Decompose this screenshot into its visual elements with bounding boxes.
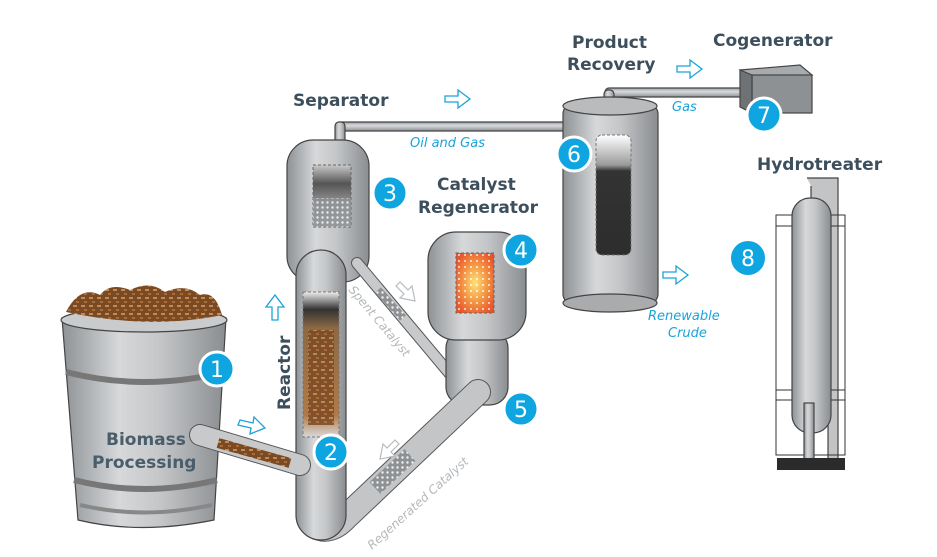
label-biomass-processing-1: Biomass: [106, 430, 186, 450]
label-cogenerator: Cogenerator: [713, 31, 833, 51]
reactor-riser: [295, 249, 347, 541]
arrow-right-icon: [676, 58, 704, 80]
flow-arrows: [237, 58, 704, 460]
label-product-recovery-2: Recovery: [567, 55, 655, 75]
svg-text:6: 6: [567, 143, 581, 168]
flow-renewable-crude-2: Crude: [668, 326, 707, 341]
spent-catalyst-pipe: [351, 257, 461, 386]
flow-renewable-crude-1: Renewable: [648, 309, 720, 324]
svg-text:8: 8: [741, 247, 755, 272]
label-separator: Separator: [293, 91, 389, 111]
step-badge-4: 4: [502, 231, 540, 269]
step-badge-6: 6: [555, 135, 593, 173]
cogenerator-box: [738, 64, 814, 114]
product-recovery-vessel: [562, 96, 659, 313]
step-badge-1: 1: [198, 350, 236, 388]
svg-text:4: 4: [514, 239, 528, 264]
label-catalyst-regenerator-2: Regenerator: [418, 198, 539, 218]
feed-pipe: [189, 424, 311, 476]
label-hydrotreater: Hydrotreater: [757, 155, 883, 175]
label-reactor: Reactor: [275, 335, 295, 410]
arrow-right-icon: [237, 415, 267, 436]
svg-text:2: 2: [324, 441, 338, 466]
step-badge-5: 5: [502, 390, 540, 428]
separator-vessel: [286, 139, 370, 283]
label-product-recovery-1: Product: [572, 33, 647, 53]
step-badge-8: 8: [731, 241, 765, 275]
flow-gas: Gas: [672, 100, 697, 115]
label-biomass-processing-2: Processing: [92, 453, 196, 473]
catalyst-regenerator-vessel: [427, 231, 527, 406]
arrow-down-right-icon: [395, 281, 416, 302]
svg-text:1: 1: [210, 358, 224, 383]
flow-oil-and-gas: Oil and Gas: [410, 136, 485, 151]
label-catalyst-regenerator-1: Catalyst: [437, 175, 516, 195]
arrow-up-icon: [264, 293, 286, 321]
svg-text:3: 3: [383, 182, 397, 207]
arrow-right-icon: [444, 88, 472, 110]
step-badge-7: 7: [745, 96, 783, 134]
svg-text:5: 5: [514, 398, 528, 423]
biomass-bin: [60, 285, 228, 529]
arrow-right-icon: [662, 264, 690, 286]
svg-text:7: 7: [757, 104, 771, 129]
step-badge-2: 2: [312, 433, 350, 471]
hydrotreater-unit: [775, 177, 846, 470]
arrow-down-left-icon: [379, 439, 400, 460]
step-badge-3: 3: [371, 174, 409, 212]
